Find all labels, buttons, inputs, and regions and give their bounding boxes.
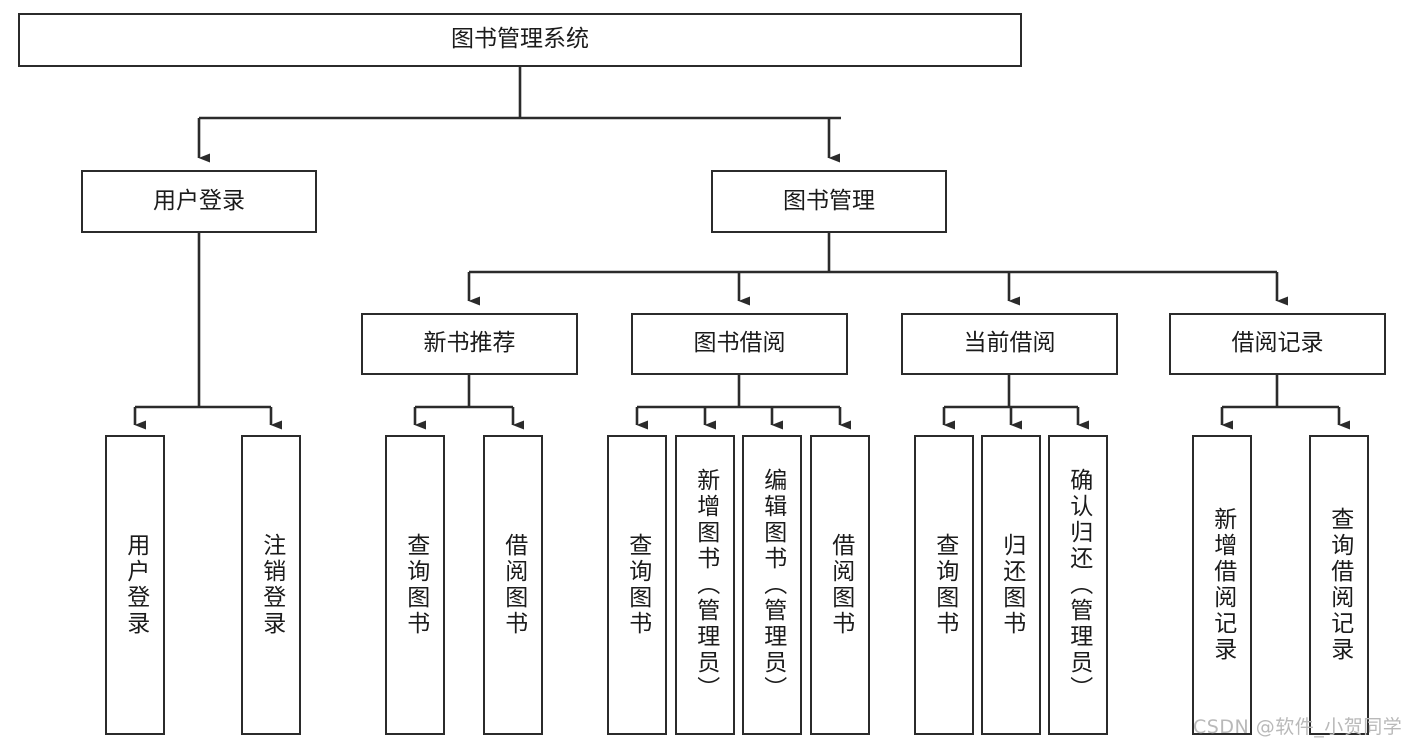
node-label: 查询图书 bbox=[402, 533, 429, 637]
node-label: 新书推荐 bbox=[423, 330, 516, 357]
node-label: 用户登录 bbox=[153, 187, 245, 214]
node-label: 图书借阅 bbox=[693, 330, 786, 357]
node-label: 确认归还（管理员） bbox=[1065, 468, 1092, 702]
leaf-borrow-books[interactable]: 借阅图书 bbox=[810, 435, 870, 735]
leaf-confirm-return-admin[interactable]: 确认归还（管理员） bbox=[1048, 435, 1108, 735]
node-label: 归还图书 bbox=[998, 533, 1025, 637]
node-label: 当前借阅 bbox=[963, 330, 1056, 357]
node-borrow-records[interactable]: 借阅记录 bbox=[1169, 313, 1386, 375]
leaf-logout[interactable]: 注销登录 bbox=[241, 435, 301, 735]
leaf-add-book-admin[interactable]: 新增图书（管理员） bbox=[675, 435, 735, 735]
node-label: 查询图书 bbox=[931, 533, 958, 637]
node-label: 借阅图书 bbox=[500, 533, 527, 637]
node-label: 新增图书（管理员） bbox=[692, 468, 719, 702]
node-label: 图书管理 bbox=[783, 187, 875, 214]
node-label: 用户登录 bbox=[122, 533, 149, 637]
node-new-book-recommendation[interactable]: 新书推荐 bbox=[361, 313, 578, 375]
node-book-management[interactable]: 图书管理 bbox=[711, 170, 947, 233]
watermark: CSDN @软件_小贺同学 bbox=[1193, 716, 1403, 738]
node-label: 查询图书 bbox=[624, 533, 651, 637]
node-book-borrow[interactable]: 图书借阅 bbox=[631, 313, 848, 375]
node-label: 编辑图书（管理员） bbox=[759, 468, 786, 702]
node-label: 查询借阅记录 bbox=[1326, 507, 1353, 663]
node-current-borrow[interactable]: 当前借阅 bbox=[901, 313, 1118, 375]
leaf-query-borrow-record[interactable]: 查询借阅记录 bbox=[1309, 435, 1369, 735]
leaf-query-books-recommendation[interactable]: 查询图书 bbox=[385, 435, 445, 735]
node-label: 新增借阅记录 bbox=[1209, 507, 1236, 663]
node-user-login[interactable]: 用户登录 bbox=[81, 170, 317, 233]
node-label: 借阅图书 bbox=[827, 533, 854, 637]
node-root-system[interactable]: 图书管理系统 bbox=[18, 13, 1022, 67]
leaf-query-books-borrow[interactable]: 查询图书 bbox=[607, 435, 667, 735]
leaf-query-books-current[interactable]: 查询图书 bbox=[914, 435, 974, 735]
node-label: 图书管理系统 bbox=[451, 26, 589, 53]
leaf-edit-book-admin[interactable]: 编辑图书（管理员） bbox=[742, 435, 802, 735]
leaf-add-borrow-record[interactable]: 新增借阅记录 bbox=[1192, 435, 1252, 735]
leaf-borrow-books-recommendation[interactable]: 借阅图书 bbox=[483, 435, 543, 735]
node-label: 借阅记录 bbox=[1231, 330, 1324, 357]
leaf-user-login[interactable]: 用户登录 bbox=[105, 435, 165, 735]
node-label: 注销登录 bbox=[258, 533, 285, 637]
leaf-return-books[interactable]: 归还图书 bbox=[981, 435, 1041, 735]
